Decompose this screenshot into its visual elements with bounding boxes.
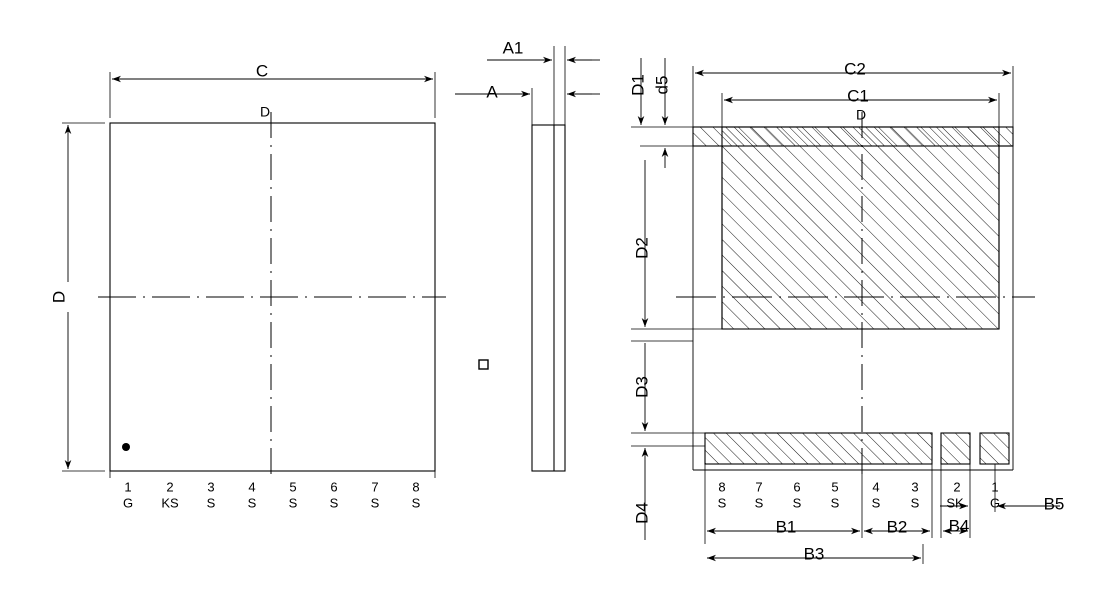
dim-label-B5: B5 (1044, 494, 1065, 513)
sec-pin-7-signal: S (755, 495, 764, 510)
sec-pin-1-signal: G (990, 495, 1000, 510)
side-view-outline (531, 124, 566, 472)
top-pin-4-signal: S (248, 495, 257, 510)
top-view-centerline-label-D: D (260, 104, 270, 120)
pin-1-marker-dot (122, 443, 130, 451)
sec-pin-8-signal: S (718, 495, 727, 510)
top-pin-5-signal: S (289, 495, 298, 510)
top-pin-2-signal: KS (161, 495, 179, 510)
dim-label-A: A (486, 82, 498, 101)
dim-label-d5: d5 (652, 76, 671, 95)
dim-label-B3: B3 (804, 544, 825, 563)
top-pin-6-number: 6 (330, 479, 337, 494)
sec-pin-6-signal: S (793, 495, 802, 510)
top-pin-4-number: 4 (248, 479, 255, 494)
section-centerline-label-D: D (856, 107, 866, 123)
top-pin-8-signal: S (412, 495, 421, 510)
dim-label-B4: B4 (949, 516, 970, 535)
sec-pin-4-signal: S (872, 495, 881, 510)
section-view-group (631, 58, 1060, 564)
section-lead-bar (704, 432, 933, 465)
top-view-group (62, 72, 446, 478)
top-pin-3-number: 3 (207, 479, 214, 494)
top-pin-7-signal: S (371, 495, 380, 510)
sec-pin-5-signal: S (831, 495, 840, 510)
dim-label-C2: C2 (844, 59, 866, 78)
dim-label-A1: A1 (503, 38, 524, 57)
sec-pin-3-signal: S (911, 495, 920, 510)
label-layer: C D D 1 G 2 KS 3 S 4 S 5 S 6 S 7 S 8 S A… (49, 38, 1064, 563)
top-pin-2-number: 2 (166, 479, 173, 494)
sec-pin-7-number: 7 (755, 479, 762, 494)
section-center-block (721, 126, 1000, 330)
dim-label-D2: D2 (632, 237, 651, 259)
top-pin-6-signal: S (330, 495, 339, 510)
top-pin-7-number: 7 (371, 479, 378, 494)
sec-pin-3-number: 3 (911, 479, 918, 494)
small-square-marker (478, 359, 489, 370)
dim-label-D3: D3 (632, 376, 651, 398)
dim-label-B1: B1 (776, 517, 797, 536)
top-pin-1-signal: G (123, 495, 133, 510)
side-view-group (455, 46, 600, 472)
dim-label-D4: D4 (632, 502, 651, 524)
dim-label-B2: B2 (887, 517, 908, 536)
section-lead-block-1 (979, 432, 1010, 465)
sec-pin-2-signal: SK (946, 495, 964, 510)
top-pin-3-signal: S (207, 495, 216, 510)
dim-label-D1: D1 (628, 74, 647, 96)
sec-pin-1-number: 1 (991, 479, 998, 494)
dim-label-C1: C1 (847, 86, 869, 105)
top-pin-8-number: 8 (412, 479, 419, 494)
dim-label-D: D (49, 291, 68, 303)
section-lead-block-2 (940, 432, 971, 465)
sec-pin-8-number: 8 (718, 479, 725, 494)
dim-label-C: C (256, 61, 268, 80)
sec-pin-4-number: 4 (872, 479, 879, 494)
sec-pin-5-number: 5 (831, 479, 838, 494)
top-pin-1-number: 1 (124, 479, 131, 494)
top-pin-5-number: 5 (289, 479, 296, 494)
sec-pin-2-number: 2 (953, 479, 960, 494)
sec-pin-6-number: 6 (793, 479, 800, 494)
